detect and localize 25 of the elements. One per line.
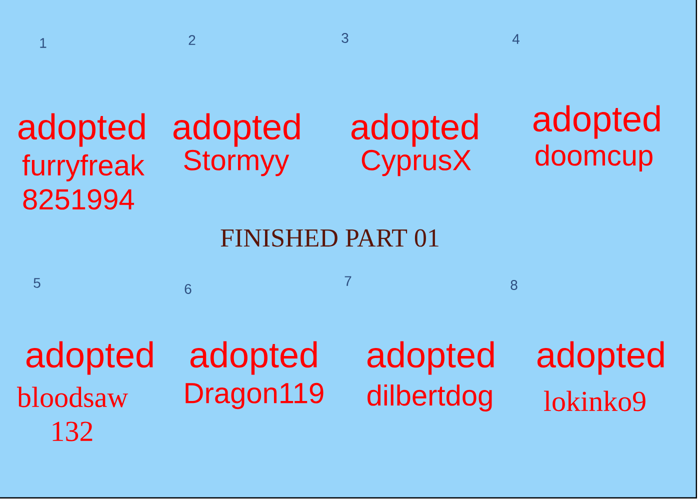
username-text: bloodsaw 132 <box>17 386 128 442</box>
status-text: adopted <box>190 341 317 375</box>
number-label: 3 <box>342 33 348 43</box>
status-text: adopted <box>18 113 145 147</box>
title-text: FINISHED PART 01 <box>220 229 438 247</box>
number-label: 8 <box>510 280 518 290</box>
status-text: adopted <box>173 113 300 147</box>
username-text: dilbertdog <box>368 384 492 412</box>
status-text: adopted <box>351 113 478 147</box>
number-label: 7 <box>344 276 352 286</box>
status-text: adopted <box>367 341 494 375</box>
username-text: Dragon119 <box>186 382 324 410</box>
number-label: 4 <box>512 34 520 44</box>
username-text: lokinko9 <box>544 390 646 412</box>
number-label: 1 <box>40 38 46 48</box>
username-text: doomcup <box>536 144 652 172</box>
status-text: adopted <box>533 105 660 139</box>
number-label: 6 <box>184 284 192 294</box>
number-label: 2 <box>188 35 196 45</box>
username-text: Stormyy <box>184 150 290 176</box>
username-text: CyprusX <box>362 150 471 176</box>
username-text: furryfreak 8251994 <box>22 154 144 210</box>
status-text: adopted <box>26 341 153 375</box>
number-label: 5 <box>34 278 40 288</box>
status-text: adopted <box>537 341 664 375</box>
